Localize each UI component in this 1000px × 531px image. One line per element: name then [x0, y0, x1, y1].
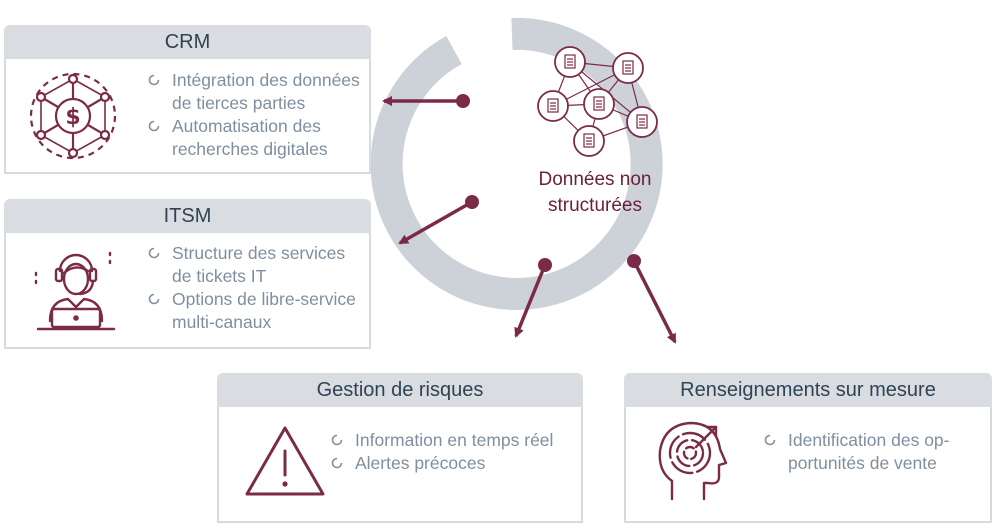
card-itsm-body: Structure des services de tickets IT Opt…: [4, 233, 371, 349]
card-risk: Gestion de risques Information en temps …: [217, 373, 583, 523]
bullet-item-cont: de tickets IT: [148, 265, 356, 288]
bullet-item: Structure des services: [148, 242, 356, 265]
center-label-line2: structurées: [548, 195, 642, 216]
bullet-text: Intégration des données: [172, 70, 360, 90]
bullet-item-cont: recherches digitales: [148, 138, 360, 161]
bullet-text: Options de libre-service: [172, 289, 356, 309]
card-intel-bullets: Identification des op- portunités de ven…: [764, 429, 950, 475]
center-label: Données non structurées: [515, 167, 675, 219]
bullet-item: Information en temps réel: [331, 429, 553, 452]
card-crm-bullets: Intégration des données de tierces parti…: [148, 69, 360, 161]
bullet-item: Alertes précoces: [331, 452, 553, 475]
bullet-item: Identification des op-: [764, 429, 950, 452]
bullet-item: Options de libre-service: [148, 288, 356, 311]
card-itsm-title: ITSM: [4, 199, 371, 233]
card-intel: Renseignements sur mesure Identification…: [624, 373, 992, 523]
bullet-icon: [148, 74, 160, 86]
bullet-icon: [148, 120, 160, 132]
bullet-icon: [331, 434, 343, 446]
bullet-text: recherches digitales: [172, 139, 328, 159]
card-risk-bullets: Information en temps réel Alertes précoc…: [331, 429, 553, 475]
document-network-icon: [537, 46, 658, 157]
bullet-item-cont: multi-canaux: [148, 311, 356, 334]
bullet-text: Structure des services: [172, 243, 346, 263]
hub-ring: [370, 17, 663, 310]
dollar-network-icon: $: [29, 72, 117, 160]
card-crm-body: $ Intégration des données de tierces par…: [4, 59, 371, 174]
bullet-text: portunités de vente: [788, 453, 937, 473]
bullet-icon: [331, 457, 343, 469]
card-crm-title: CRM: [4, 25, 371, 59]
bullet-item: Intégration des données: [148, 69, 360, 92]
bullet-text: Alertes précoces: [355, 453, 486, 473]
bullet-item-cont: portunités de vente: [764, 452, 950, 475]
arrow-intel: [627, 254, 677, 344]
arrow-itsm: [398, 195, 479, 245]
bullet-text: de tickets IT: [172, 266, 267, 286]
bullet-text: multi-canaux: [172, 312, 272, 332]
bullet-icon: [148, 293, 160, 305]
bullet-text: Automatisation des: [172, 116, 321, 136]
card-itsm-bullets: Structure des services de tickets IT Opt…: [148, 242, 356, 334]
bullet-icon: [148, 247, 160, 259]
card-risk-body: Information en temps réel Alertes précoc…: [217, 407, 583, 523]
support-agent-icon: [34, 251, 116, 331]
card-risk-title: Gestion de risques: [217, 373, 583, 407]
card-intel-body: Identification des op- portunités de ven…: [624, 407, 992, 523]
warning-triangle-icon: [245, 426, 325, 496]
bullet-text: Information en temps réel: [355, 430, 554, 450]
center-label-line1: Données non: [538, 169, 652, 190]
head-maze-icon: [658, 421, 728, 501]
bullet-item-cont: de tierces parties: [148, 92, 360, 115]
arrow-risk: [514, 258, 552, 338]
svg-text:$: $: [65, 105, 80, 130]
bullet-text: de tierces parties: [172, 93, 306, 113]
bullet-item: Automatisation des: [148, 115, 360, 138]
card-itsm: ITSM Structure des services de tickets I…: [4, 199, 371, 349]
bullet-text: Identification des op-: [788, 430, 950, 450]
arrow-crm: [382, 94, 470, 108]
card-crm: CRM $ Intégration des données de tierces…: [4, 25, 371, 174]
card-intel-title: Renseignements sur mesure: [624, 373, 992, 407]
bullet-icon: [764, 434, 776, 446]
